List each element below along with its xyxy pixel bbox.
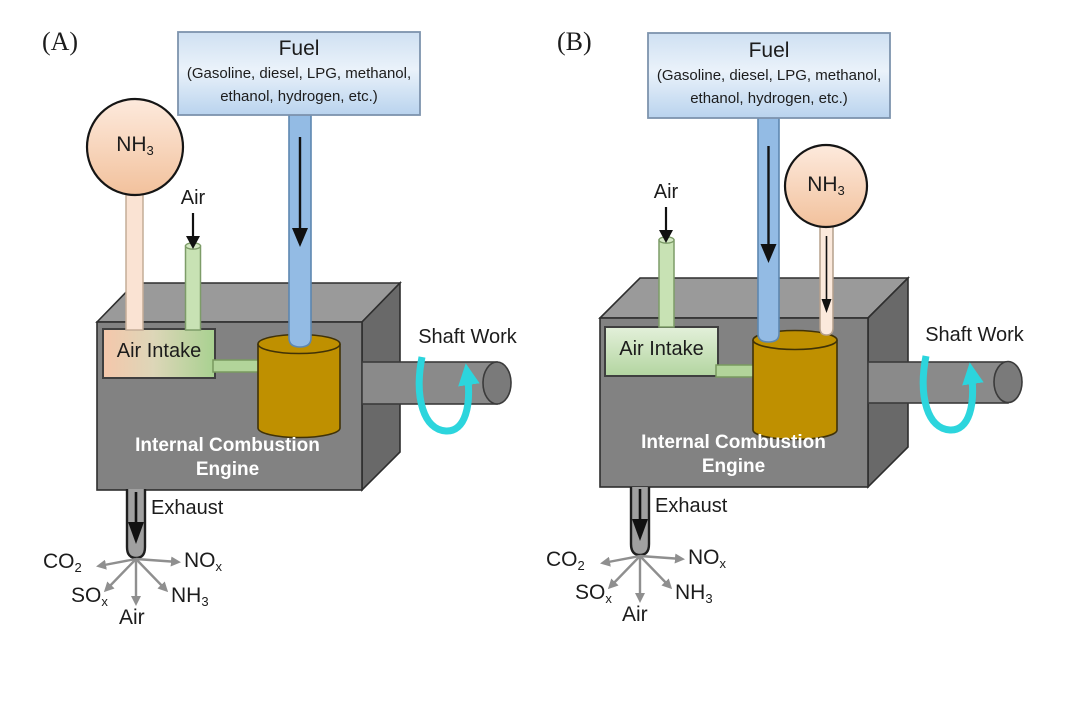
emission-label-air: Air bbox=[119, 606, 145, 629]
nh3-tank bbox=[85, 97, 185, 197]
emission-label-sox: SOx bbox=[71, 584, 108, 609]
engine-label-line2: Engine bbox=[701, 456, 766, 477]
nh3-tank-label: NH3 bbox=[116, 133, 154, 158]
emission-label-nh3: NH3 bbox=[675, 581, 713, 606]
panel-b-shapes bbox=[598, 32, 1023, 604]
emission-label-nox: NOx bbox=[184, 549, 223, 574]
emission-arrows bbox=[600, 553, 686, 604]
shaft-end bbox=[482, 361, 512, 405]
shaft bbox=[361, 361, 498, 405]
emission-label-nox: NOx bbox=[688, 546, 727, 571]
fuel-flow-arrowhead bbox=[760, 244, 777, 263]
nh3-tank bbox=[783, 143, 869, 229]
fuel-flow-arrowhead bbox=[292, 228, 308, 247]
emission-label-sox: SOx bbox=[575, 581, 612, 606]
air-arrowhead bbox=[659, 230, 673, 243]
shaft bbox=[867, 361, 1009, 404]
fuel-box-title: Fuel bbox=[278, 37, 320, 60]
fuel-box bbox=[177, 31, 421, 116]
shaft-end bbox=[993, 360, 1023, 404]
intake-connector-pipe bbox=[715, 364, 756, 378]
exhaust-arrowhead bbox=[128, 522, 144, 544]
air-intake-label: Air Intake bbox=[116, 340, 202, 362]
fuel-box-line1: (Gasoline, diesel, LPG, methanol, bbox=[656, 67, 882, 84]
engine-label-line1: Internal Combustion bbox=[641, 432, 826, 453]
emission-label-co2: CO2 bbox=[43, 550, 82, 575]
nh3-tank-label: NH3 bbox=[807, 173, 845, 198]
engine-top-face bbox=[598, 277, 910, 319]
emission-label-nh3: NH3 bbox=[171, 584, 209, 609]
shaft-rotation-arrow bbox=[415, 356, 480, 435]
fuel-box-line1: (Gasoline, diesel, LPG, methanol, bbox=[186, 65, 412, 82]
nh3-flow-arrowhead bbox=[821, 299, 832, 313]
cylinder-body bbox=[257, 344, 341, 439]
exhaust-label: Exhaust bbox=[655, 495, 728, 517]
air-label: Air bbox=[180, 187, 206, 209]
engine-label-line2: Engine bbox=[195, 459, 260, 480]
exhaust-arrowhead bbox=[632, 519, 648, 541]
panel-label-a: (A) bbox=[42, 27, 79, 56]
panel-a-shapes bbox=[85, 31, 512, 607]
fuel-box bbox=[647, 32, 891, 119]
air-intake-label: Air Intake bbox=[619, 338, 704, 360]
shaft-work-label: Shaft Work bbox=[925, 324, 1024, 346]
fuel-box-line2: ethanol, hydrogen, etc.) bbox=[690, 90, 848, 107]
air-intake-box bbox=[604, 326, 719, 377]
emission-label-air: Air bbox=[622, 603, 648, 626]
emission-label-co2: CO2 bbox=[546, 548, 585, 573]
air-intake-box bbox=[102, 328, 216, 379]
fuel-box-line2: ethanol, hydrogen, etc.) bbox=[220, 88, 378, 105]
fuel-box-title: Fuel bbox=[748, 39, 790, 62]
air-label: Air bbox=[653, 181, 679, 203]
shaft-rotation-arrow bbox=[919, 355, 984, 434]
air-pipe bbox=[658, 239, 675, 328]
nh3-pipe bbox=[125, 193, 144, 331]
intake-connector-pipe bbox=[212, 359, 261, 373]
air-arrowhead bbox=[186, 236, 200, 249]
air-pipe bbox=[184, 245, 202, 331]
engine-label-line1: Internal Combustion bbox=[135, 435, 320, 456]
shaft-work-label: Shaft Work bbox=[418, 326, 517, 348]
cylinder-body bbox=[752, 340, 838, 441]
panel-label-b: (B) bbox=[557, 27, 592, 56]
emission-arrows bbox=[96, 556, 182, 607]
exhaust-label: Exhaust bbox=[151, 497, 224, 519]
